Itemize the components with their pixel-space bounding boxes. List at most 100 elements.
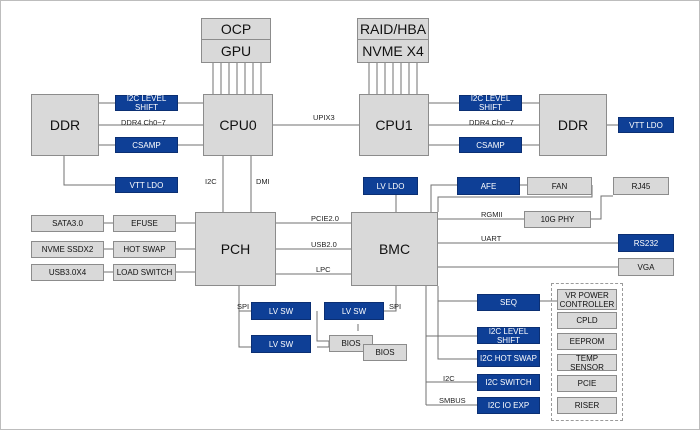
nvme-ssdx2-label: NVME SSDX2: [41, 245, 94, 254]
i2c-hot-swap-label: I2C HOT SWAP: [480, 354, 537, 363]
rs232-block: RS232: [618, 234, 674, 252]
temp-sensor-block: TEMP SENSOR: [557, 353, 617, 372]
rgmii-label: RGMII: [481, 210, 503, 219]
pcie-block: PCIE: [557, 375, 617, 392]
afe-block: AFE: [457, 177, 520, 195]
smbus-label: SMBUS: [439, 396, 466, 405]
eeprom-block: EEPROM: [557, 333, 617, 350]
pch-block: PCH: [195, 212, 276, 286]
bmc-label: BMC: [378, 241, 411, 257]
load-switch-block: LOAD SWITCH: [113, 264, 176, 281]
csamp-left-label: CSAMP: [132, 140, 161, 150]
upix3-label: UPIX3: [313, 113, 335, 122]
bios-1-block: BIOS: [329, 335, 373, 352]
nvme-x4-label: NVME X4: [362, 43, 424, 59]
cpld-block: CPLD: [557, 312, 617, 329]
i2c-cpu-label: I2C: [205, 177, 217, 186]
efuse-block: EFUSE: [113, 215, 176, 232]
bios-2-block: BIOS: [363, 344, 407, 361]
spi-right-label: SPI: [389, 302, 402, 311]
vtt-ldo-left-block: VTT LDO: [115, 177, 178, 193]
vr-power-controller-label: VR POWER CONTROLLER: [559, 290, 615, 309]
hot-swap-label: HOT SWAP: [123, 245, 166, 254]
bios-1-label: BIOS: [341, 339, 361, 348]
vtt-ldo-left-label: VTT LDO: [129, 180, 164, 190]
i2c-level-shift-right-block: I2C LEVEL SHIFT: [459, 94, 522, 112]
lv-sw-3-block: LV SW: [251, 335, 311, 353]
i2c-io-exp-block: I2C IO EXP: [477, 397, 540, 414]
i2c-bmc-label: I2C: [443, 374, 455, 383]
i2c-level-shift-right-label: I2C LEVEL SHIFT: [470, 94, 511, 112]
i2c-level-shift-left-label: I2C LEVEL SHIFT: [126, 94, 167, 112]
cpld-label: CPLD: [576, 316, 598, 325]
usb30x4-block: USB3.0X4: [31, 264, 104, 281]
nvme-ssdx2-block: NVME SSDX2: [31, 241, 104, 258]
ddr-left-block: DDR: [31, 94, 99, 156]
uart-label: UART: [481, 234, 502, 243]
lv-sw-2-label: LV SW: [341, 306, 367, 316]
sata30-label: SATA3.0: [52, 219, 83, 228]
csamp-left-block: CSAMP: [115, 137, 178, 153]
lv-sw-1-label: LV SW: [268, 306, 294, 316]
bmc-block: BMC: [351, 212, 438, 286]
gpu-block: GPU: [201, 39, 271, 63]
i2c-level-shift-bmc-block: I2C LEVEL SHIFT: [477, 327, 540, 345]
lv-sw-3-label: LV SW: [268, 339, 294, 349]
sata30-block: SATA3.0: [31, 215, 104, 232]
pch-label: PCH: [220, 241, 251, 257]
i2c-hot-swap-block: I2C HOT SWAP: [477, 350, 540, 367]
lpc-label: LPC: [316, 265, 331, 274]
cpu1-label: CPU1: [375, 117, 413, 133]
10g-phy-block: 10G PHY: [524, 211, 591, 228]
cpu1-block: CPU1: [359, 94, 429, 156]
seq-block: SEQ: [477, 294, 540, 311]
lv-ldo-block: LV LDO: [363, 177, 418, 195]
i2c-io-exp-label: I2C IO EXP: [487, 401, 530, 410]
ddr-right-label: DDR: [557, 117, 589, 133]
i2c-switch-label: I2C SWITCH: [485, 378, 532, 387]
10g-phy-label: 10G PHY: [540, 215, 575, 224]
riser-block: RISER: [557, 397, 617, 414]
temp-sensor-label: TEMP SENSOR: [570, 353, 604, 372]
fan-block: FAN: [527, 177, 592, 195]
ddr4-right-label: DDR4 Ch0~7: [469, 118, 514, 127]
hot-swap-block: HOT SWAP: [113, 241, 176, 258]
bios-2-label: BIOS: [375, 348, 395, 357]
raid-hba-block: RAID/HBA: [357, 18, 429, 40]
ddr-right-block: DDR: [539, 94, 607, 156]
ddr4-left-label: DDR4 Ch0~7: [121, 118, 166, 127]
dmi-label: DMI: [256, 177, 270, 186]
i2c-level-shift-left-block: I2C LEVEL SHIFT: [115, 94, 178, 112]
vga-label: VGA: [637, 262, 655, 272]
usb20-label: USB2.0: [311, 240, 337, 249]
fan-label: FAN: [551, 181, 568, 191]
riser-label: RISER: [574, 401, 600, 410]
cpu0-label: CPU0: [219, 117, 257, 133]
lv-sw-1-block: LV SW: [251, 302, 311, 320]
usb30x4-label: USB3.0X4: [48, 268, 87, 277]
rs232-label: RS232: [633, 238, 659, 248]
ocp-block: OCP: [201, 18, 271, 40]
rj45-block: RJ45: [613, 177, 669, 195]
pcie20-label: PCIE2.0: [311, 214, 339, 223]
efuse-label: EFUSE: [131, 219, 158, 228]
vtt-ldo-right-block: VTT LDO: [618, 117, 674, 133]
rj45-label: RJ45: [631, 181, 651, 191]
csamp-right-label: CSAMP: [476, 140, 505, 150]
ocp-label: OCP: [220, 21, 252, 37]
nvme-x4-block: NVME X4: [357, 39, 429, 63]
raid-hba-label: RAID/HBA: [359, 21, 427, 37]
spi-left-label: SPI: [237, 302, 250, 311]
lv-ldo-label: LV LDO: [376, 181, 405, 191]
load-switch-label: LOAD SWITCH: [116, 268, 173, 277]
eeprom-label: EEPROM: [569, 337, 605, 346]
seq-label: SEQ: [500, 298, 517, 307]
vr-power-controller-block: VR POWER CONTROLLER: [557, 289, 617, 310]
i2c-switch-block: I2C SWITCH: [477, 374, 540, 391]
ddr-left-label: DDR: [49, 117, 81, 133]
afe-label: AFE: [480, 181, 497, 191]
peripheral-group: [551, 283, 623, 421]
csamp-right-block: CSAMP: [459, 137, 522, 153]
lv-sw-2-block: LV SW: [324, 302, 384, 320]
vga-block: VGA: [618, 258, 674, 276]
